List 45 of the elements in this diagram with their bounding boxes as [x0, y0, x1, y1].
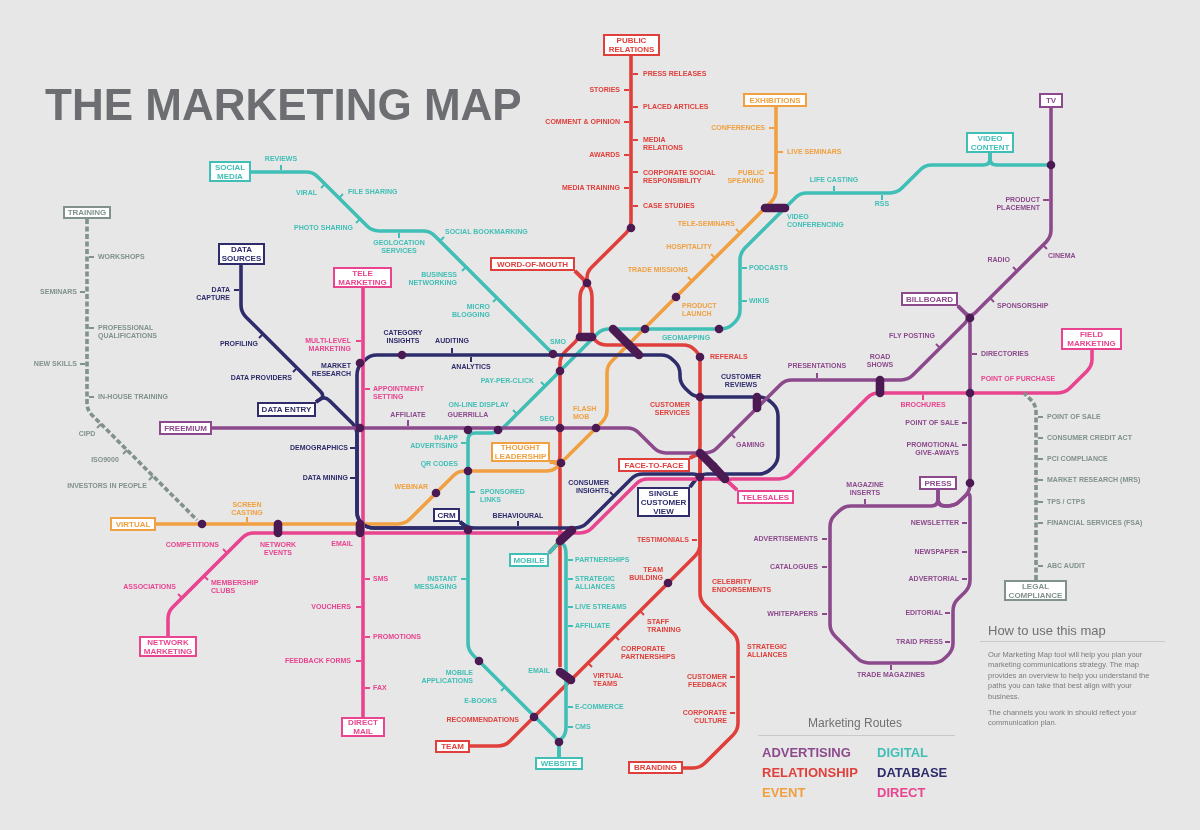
station-box: THOUGHT LEADERSHIP — [491, 442, 550, 462]
station-box: TV — [1039, 93, 1063, 108]
station-box: NETWORK MARKETING — [139, 636, 197, 657]
station-box: VIDEO CONTENT — [966, 132, 1014, 153]
station-box: BRANDING — [628, 761, 683, 774]
station-box: SINGLE CUSTOMER VIEW — [637, 487, 690, 517]
legend-item: RELATIONSHIP — [762, 764, 858, 780]
legend-item: DATABASE — [877, 764, 948, 780]
legend-title: Marketing Routes — [807, 716, 902, 730]
station-box: FIELD MARKETING — [1061, 328, 1122, 350]
legend-item: EVENT — [762, 784, 806, 800]
station-box: MOBILE — [509, 553, 549, 567]
station-box: PUBLIC RELATIONS — [603, 34, 660, 56]
route-line — [726, 350, 1094, 492]
station-box: WEBSITE — [535, 757, 583, 770]
station-box: SOCIAL MEDIA — [209, 161, 251, 182]
station-box: CRM — [433, 508, 460, 522]
station-box: PRESS — [919, 476, 957, 490]
map-title: THE MARKETING MAP — [45, 80, 522, 130]
station-box: FACE-TO-FACE — [618, 458, 690, 472]
station-box: TELE MARKETING — [333, 267, 392, 288]
station-box: TRAINING — [63, 206, 111, 219]
station-box: VIRTUAL — [110, 517, 156, 531]
route-line — [361, 288, 365, 717]
station-box: TELESALES — [737, 490, 794, 504]
route-line — [355, 353, 780, 530]
station-box: EXHIBITIONS — [743, 93, 807, 107]
station-box: FREEMIUM — [159, 421, 212, 435]
station-box: WORD-OF-MOUTH — [490, 257, 575, 271]
route-line — [156, 460, 561, 526]
legend-item: DIRECT — [877, 784, 926, 800]
route-line — [470, 453, 702, 748]
legend-item: DIGITAL — [877, 744, 929, 760]
station-box: DATA SOURCES — [218, 243, 265, 265]
route-line — [547, 541, 568, 757]
station-box: DATA ENTRY — [257, 402, 316, 417]
legend-item: ADVERTISING — [762, 744, 851, 760]
station-box: TEAM — [435, 740, 470, 753]
station-box: BILLBOARD — [901, 292, 958, 306]
route-line — [828, 488, 972, 665]
route-line — [85, 219, 199, 522]
route-line — [1022, 391, 1038, 580]
station-box: DIRECT MAIL — [341, 717, 385, 737]
section-heading: How to use this map — [988, 622, 1106, 638]
station-box: LEGAL COMPLIANCE — [1004, 580, 1067, 601]
